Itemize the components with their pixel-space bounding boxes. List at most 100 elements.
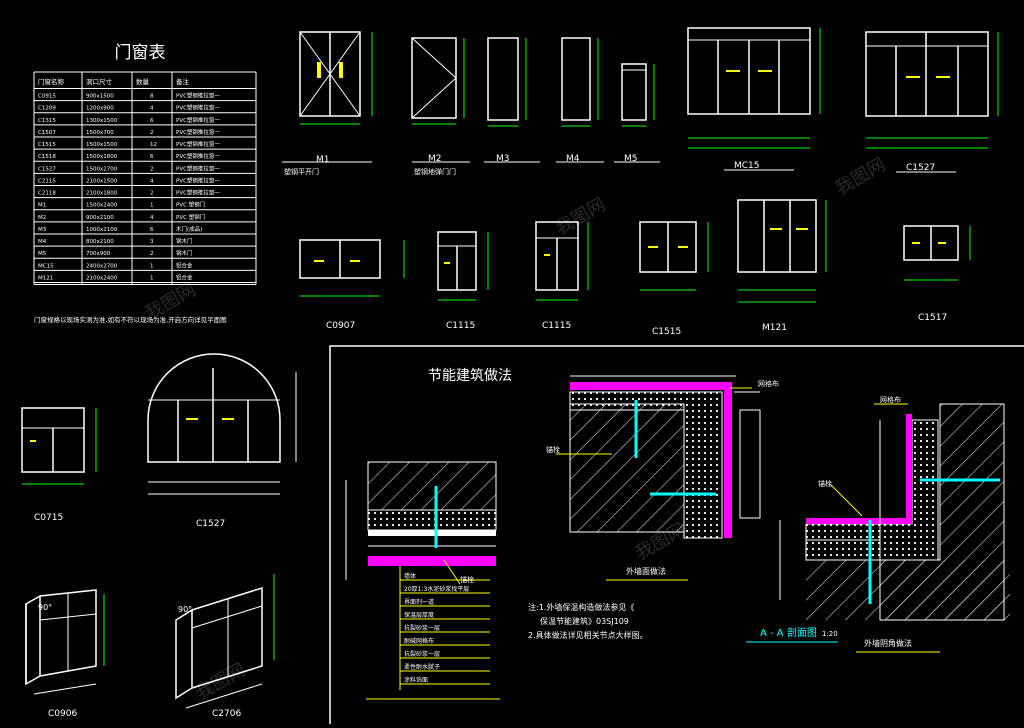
- label-c1115-b: C1115: [542, 321, 571, 331]
- label-c0906: C0906: [48, 709, 77, 719]
- cell-name: C1527: [38, 166, 56, 172]
- layer-label: 耐碱网格布: [404, 637, 434, 645]
- mesh-label: 网格布: [758, 379, 779, 388]
- cell-note: PVC塑钢推拉窗一: [176, 104, 220, 112]
- elevation-c1527-top: [865, 31, 999, 173]
- layer-label: 抗裂砂浆一层: [404, 624, 440, 632]
- cell-qty: 12: [150, 142, 157, 148]
- table-header: 洞口尺寸: [86, 77, 113, 86]
- cell-size: 900x2100: [86, 215, 114, 221]
- anchor-label-3: 锚栓: [818, 479, 832, 488]
- cell-size: 800x2100: [86, 239, 114, 245]
- cell-note: PVC 塑钢门: [176, 201, 205, 209]
- cell-size: 1200x900: [86, 106, 114, 112]
- cell-name: M1: [38, 203, 46, 209]
- note-line-2: 保温节能建筑》03SJ109: [540, 616, 629, 626]
- label-mc15: MC15: [734, 161, 760, 171]
- cell-qty: 6: [150, 118, 154, 124]
- cell-qty: 2: [150, 251, 154, 257]
- cell-name: M5: [38, 251, 47, 257]
- note-m1: 塑钢平开门: [284, 167, 319, 176]
- elevation-c0715: [21, 407, 97, 485]
- section-scale: 1:20: [822, 630, 838, 638]
- layer-label: 柔性耐水腻子: [404, 663, 440, 671]
- cell-name: C2118: [38, 191, 56, 197]
- layer-label: 保温层厚度: [404, 611, 434, 619]
- cell-size: 2400x2700: [86, 263, 118, 269]
- cell-note: 铝合金: [176, 273, 193, 281]
- layer-label: 墙体: [404, 572, 416, 580]
- cell-note: PVC塑钢推拉窗一: [176, 140, 220, 148]
- wall-caption: 外墙面做法: [626, 566, 666, 576]
- cell-name: C2115: [38, 178, 56, 184]
- elevation-c0907: [299, 239, 405, 297]
- elevation-m2: [411, 37, 470, 163]
- label-c0715: C0715: [34, 513, 63, 523]
- note-m2: 塑钢地弹门门: [414, 167, 456, 176]
- label-c0907: C0907: [326, 321, 355, 331]
- label-m121: M121: [762, 323, 787, 333]
- cell-name: C1515: [38, 142, 56, 148]
- cell-qty: 6: [150, 154, 154, 160]
- label-c1115-a: C1115: [446, 321, 475, 331]
- cell-qty: 6: [150, 227, 154, 233]
- watermark-layer: 我图网 我图网 我图网 我图网 我图网: [142, 154, 889, 704]
- outer-corner-detail: 锚栓 网格布 外墙面做法: [546, 375, 779, 581]
- label-c1527-arched: C1527: [196, 519, 225, 529]
- cell-note: 木门(成品): [176, 225, 202, 233]
- layer-label: 20厚1:3水泥砂浆找平层: [404, 585, 469, 593]
- energy-title: 节能建筑做法: [428, 368, 512, 384]
- cell-note: PVC塑钢推拉窗一: [176, 176, 220, 184]
- cell-note: 钢木门: [176, 249, 193, 257]
- cell-size: 2100x1500: [86, 178, 118, 184]
- cell-qty: 8: [150, 94, 154, 100]
- schedule-footnote: 门窗规格以现场实测为准,如有不符以现场为准,开启方向详见平面图: [34, 315, 227, 324]
- cell-name: C1507: [38, 130, 56, 136]
- cell-note: 铝合金: [176, 261, 193, 269]
- cell-qty: 1: [150, 263, 154, 269]
- cell-note: PVC 塑钢门: [176, 213, 205, 221]
- watermark-text: 我图网: [832, 154, 889, 199]
- cell-size: 1500x700: [86, 130, 114, 136]
- cell-size: 1300x1500: [86, 118, 118, 124]
- cell-name: MC15: [38, 263, 54, 269]
- cell-name: M2: [38, 215, 46, 221]
- layer-list: 墙体20厚1:3水泥砂浆找平层界面剂一道保温层厚度抗裂砂浆一层耐碱网格布抗裂砂浆…: [400, 572, 490, 685]
- label-m5: M5: [624, 154, 638, 164]
- cell-size: 2100x2400: [86, 275, 118, 281]
- cell-note: PVC塑钢推拉窗一: [176, 164, 220, 172]
- table-header: 数量: [136, 77, 150, 86]
- label-m1: M1: [316, 155, 330, 165]
- cell-size: 1000x2100: [86, 227, 118, 233]
- energy-notes: 注:1.外墙保温构造做法参见《 保温节能建筑》03SJ109 2.具体做法详见相…: [528, 602, 648, 640]
- cell-size: 2100x1800: [86, 191, 118, 197]
- anchor-label-2: 锚栓: [546, 445, 560, 454]
- cell-size: 1500x1800: [86, 154, 118, 160]
- energy-details-panel: 节能建筑做法 墙体20厚1:3水泥砂浆找平层界面剂一道保温层厚度抗裂砂浆一层耐碱…: [329, 345, 1024, 724]
- table-header: 备注: [176, 77, 190, 86]
- cell-note: PVC塑钢推拉窗一: [176, 128, 220, 136]
- elevation-m4: [556, 37, 604, 163]
- section-caption: 外墙阴角做法: [864, 638, 912, 648]
- cell-name: M3: [38, 227, 47, 233]
- elevation-m5: [614, 63, 660, 163]
- cell-qty: 4: [150, 215, 154, 221]
- cell-name: C1209: [38, 106, 56, 112]
- cell-qty: 4: [150, 178, 154, 184]
- elevation-c1115-a: [437, 231, 489, 301]
- schedule-title: 门窗表: [115, 43, 166, 63]
- elevation-c1115-b: [535, 221, 589, 301]
- layer-label: 抗裂砂浆一层: [404, 650, 440, 658]
- cell-qty: 1: [150, 203, 154, 209]
- cell-note: 钢木门: [176, 237, 193, 245]
- cell-qty: 4: [150, 106, 154, 112]
- table-header: 门窗名称: [38, 77, 65, 86]
- elevation-c1527-arched: [147, 353, 297, 495]
- wall-layer-detail: 墙体20厚1:3水泥砂浆找平层界面剂一道保温层厚度抗裂砂浆一层耐碱网格布抗裂砂浆…: [345, 461, 500, 700]
- cell-size: 1500x2700: [86, 166, 118, 172]
- cell-name: C0915: [38, 94, 56, 100]
- angle-label: 90°: [38, 603, 52, 612]
- elevation-mc15: [687, 27, 821, 171]
- note-line-1: 注:1.外墙保温构造做法参见《: [528, 602, 634, 612]
